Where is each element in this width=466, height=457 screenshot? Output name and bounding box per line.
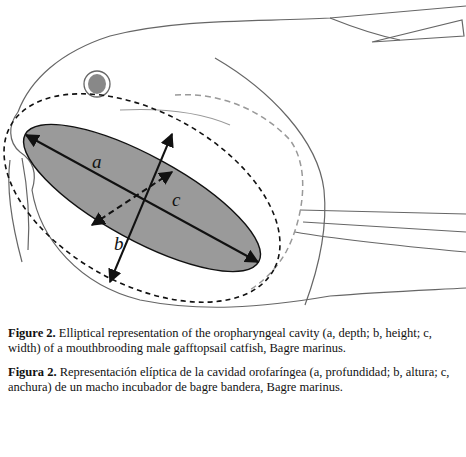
catfish-illustration — [0, 0, 466, 320]
caption-text: Elliptical representation of the orophar… — [8, 326, 432, 355]
depth-label: a — [92, 152, 102, 171]
figure-number: Figura 2. — [8, 365, 57, 379]
width-label: c — [172, 190, 180, 209]
figure-number: Figure 2. — [8, 326, 56, 340]
height-label: b — [114, 234, 124, 253]
caption-spanish: Figura 2. Representación elíptica de la … — [8, 365, 460, 396]
caption-english: Figure 2. Elliptical representation of t… — [8, 326, 460, 357]
caption-text: Representación elíptica de la cavidad or… — [8, 365, 450, 394]
